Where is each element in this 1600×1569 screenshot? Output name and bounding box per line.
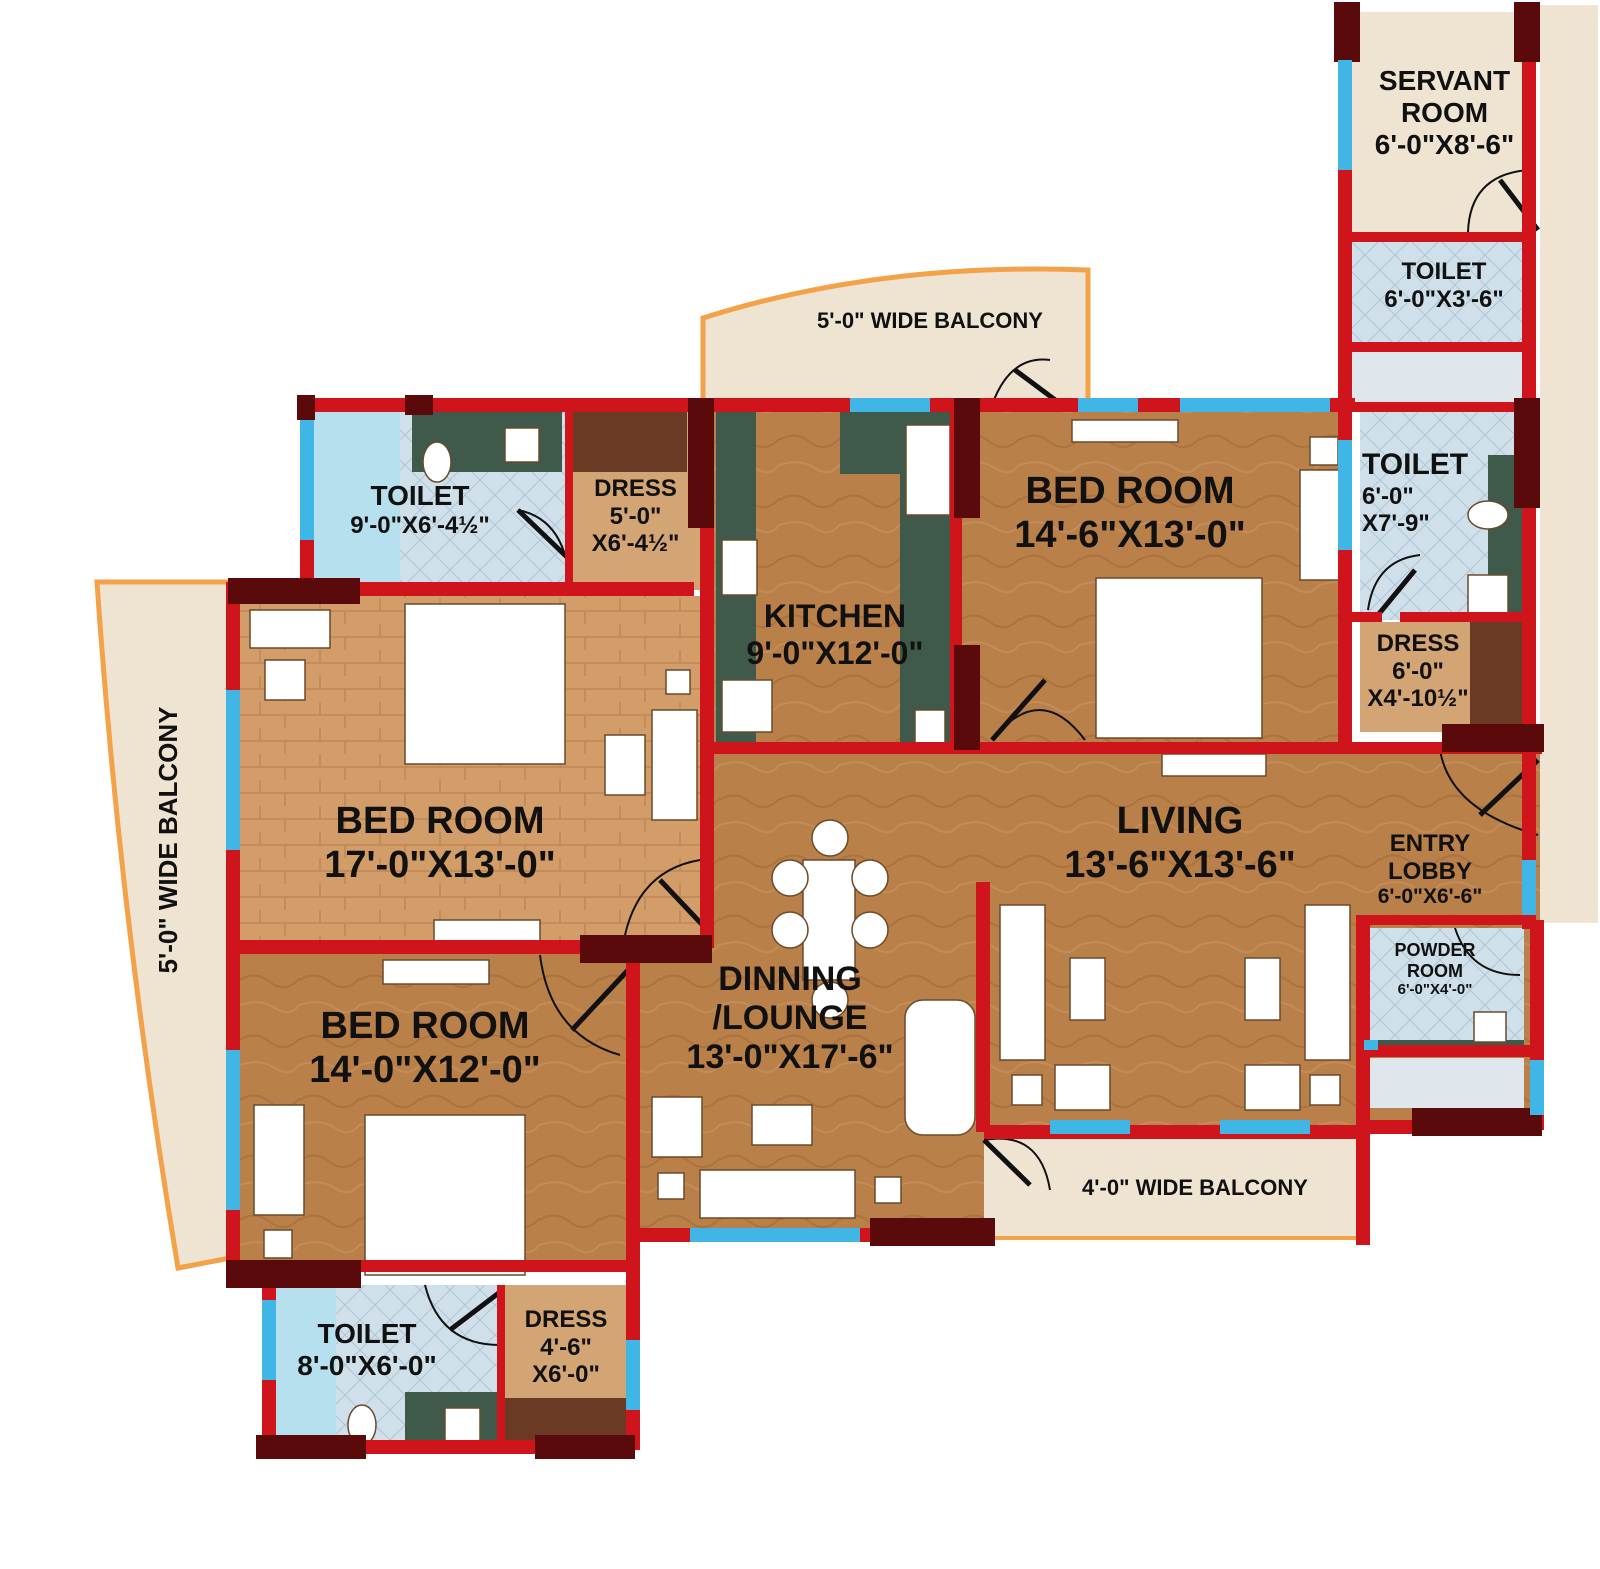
entry-lobby-label: ENTRY LOBBY 6'-0"X6'-6": [1360, 830, 1500, 909]
toilet-top-left-name: TOILET: [370, 480, 470, 511]
dress-bottom-name: DRESS: [524, 1306, 608, 1333]
dinning-lounge-name2: /LOUNGE: [712, 999, 868, 1038]
dinning-lounge-label: DINNING /LOUNGE 13'-0"X17'-6": [655, 960, 925, 1077]
toilet-right-label: TOILET 6'-0" X7'-9": [1362, 448, 1482, 538]
toilet-right-size1: 6'-0": [1362, 482, 1414, 510]
dress-top-left-name: DRESS: [594, 475, 677, 502]
servant-room-size: 6'-0"X8'-6": [1374, 129, 1515, 161]
bed-bottom: [364, 1114, 526, 1276]
balcony-left: [94, 579, 233, 1271]
living-size: 13'-6"X13'-6": [1064, 843, 1296, 886]
bed-room-right-name: BED ROOM: [1025, 470, 1235, 512]
dress-top-left-size1: 5'-0": [609, 502, 662, 530]
balcony-top-text: 5'-0" WIDE BALCONY: [817, 308, 1043, 333]
dress-right-name: DRESS: [1376, 630, 1460, 657]
dress-top-left-size2: X6'-4½": [591, 530, 680, 558]
bed-room-bottom-size: 14'-0"X12'-0": [309, 1048, 541, 1091]
bed-room-bottom-label: BED ROOM 14'-0"X12'-0": [275, 1005, 575, 1092]
bed-room-right-size: 14'-6"X13'-0": [1014, 513, 1246, 556]
dress-right-label: DRESS 6'-0" X4'-10½": [1358, 630, 1478, 713]
dining-table: [802, 859, 856, 981]
entry-lobby-name2: LOBBY: [1388, 857, 1472, 885]
living-name: LIVING: [1116, 800, 1244, 842]
balcony-left-text: 5'-0" WIDE BALCONY: [153, 706, 184, 974]
kitchen-name: KITCHEN: [763, 598, 907, 634]
servant-room-name1: SERVANT: [1378, 65, 1511, 96]
dress-bottom-size1: 4'-6": [540, 1333, 592, 1361]
powder-room-name2: ROOM: [1407, 960, 1463, 981]
toilet-right-size2: X7'-9": [1362, 510, 1430, 538]
balcony-top: [700, 266, 1091, 408]
balcony-right-strip: [1540, 5, 1598, 923]
dress-right-size1: 6'-0": [1392, 657, 1444, 685]
dinning-lounge-name1: DINNING: [718, 960, 862, 998]
bed-middle: [404, 603, 566, 765]
floor-toilet-servant: [1352, 240, 1524, 342]
balcony-bottom-text: 4'-0" WIDE BALCONY: [1082, 1175, 1308, 1200]
bed-room-right-label: BED ROOM 14'-6"X13'-0": [980, 470, 1280, 557]
toilet-top-left-label: TOILET 9'-0"X6'-4½": [320, 480, 520, 540]
balcony-top-label: 5'-0" WIDE BALCONY: [780, 308, 1080, 333]
balcony-left-label: 5'-0" WIDE BALCONY: [153, 675, 184, 1005]
floor-servant-room: [1352, 12, 1536, 237]
servant-room-label: SERVANT ROOM 6'-0"X8'-6": [1362, 65, 1527, 162]
kitchen-size: 9'-0"X12'-0": [746, 634, 924, 671]
toilet-bottom-size: 8'-0"X6'-0": [297, 1350, 437, 1382]
toilet-bottom-name: TOILET: [317, 1318, 417, 1349]
dinning-lounge-size: 13'-0"X17'-6": [686, 1038, 894, 1077]
bed-room-middle-name: BED ROOM: [335, 800, 545, 842]
bed-room-middle-size: 17'-0"X13'-0": [324, 843, 556, 886]
toilet-bottom-label: TOILET 8'-0"X6'-0": [282, 1318, 452, 1382]
entry-lobby-size: 6'-0"X6'-6": [1377, 885, 1483, 909]
entry-lobby-name1: ENTRY: [1389, 830, 1471, 857]
powder-room-label: POWDER ROOM 6'-0"X4'-0": [1370, 940, 1500, 999]
toilet-servant-name: TOILET: [1401, 258, 1487, 285]
dress-bottom-label: DRESS 4'-6" X6'-0": [505, 1306, 627, 1389]
bed-right: [1095, 577, 1263, 739]
balcony-bottom-label: 4'-0" WIDE BALCONY: [1050, 1175, 1340, 1200]
dress-bottom-size2: X6'-0": [532, 1361, 600, 1389]
toilet-right-name: TOILET: [1362, 448, 1469, 481]
living-label: LIVING 13'-6"X13'-6": [1030, 800, 1330, 887]
toilet-servant-label: TOILET 6'-0"X3'-6": [1360, 258, 1528, 313]
toilet-top-left-size: 9'-0"X6'-4½": [350, 512, 490, 540]
dress-top-left-label: DRESS 5'-0" X6'-4½": [568, 475, 703, 558]
kitchen-label: KITCHEN 9'-0"X12'-0": [715, 598, 955, 672]
toilet-servant-size: 6'-0"X3'-6": [1384, 285, 1504, 313]
powder-room-name1: POWDER: [1394, 940, 1476, 960]
bed-room-middle-label: BED ROOM 17'-0"X13'-0": [290, 800, 590, 887]
servant-room-name2: ROOM: [1400, 97, 1489, 129]
bed-room-bottom-name: BED ROOM: [320, 1005, 530, 1047]
dress-right-size2: X4'-10½": [1367, 685, 1469, 713]
powder-room-size: 6'-0"X4'-0": [1397, 981, 1473, 999]
